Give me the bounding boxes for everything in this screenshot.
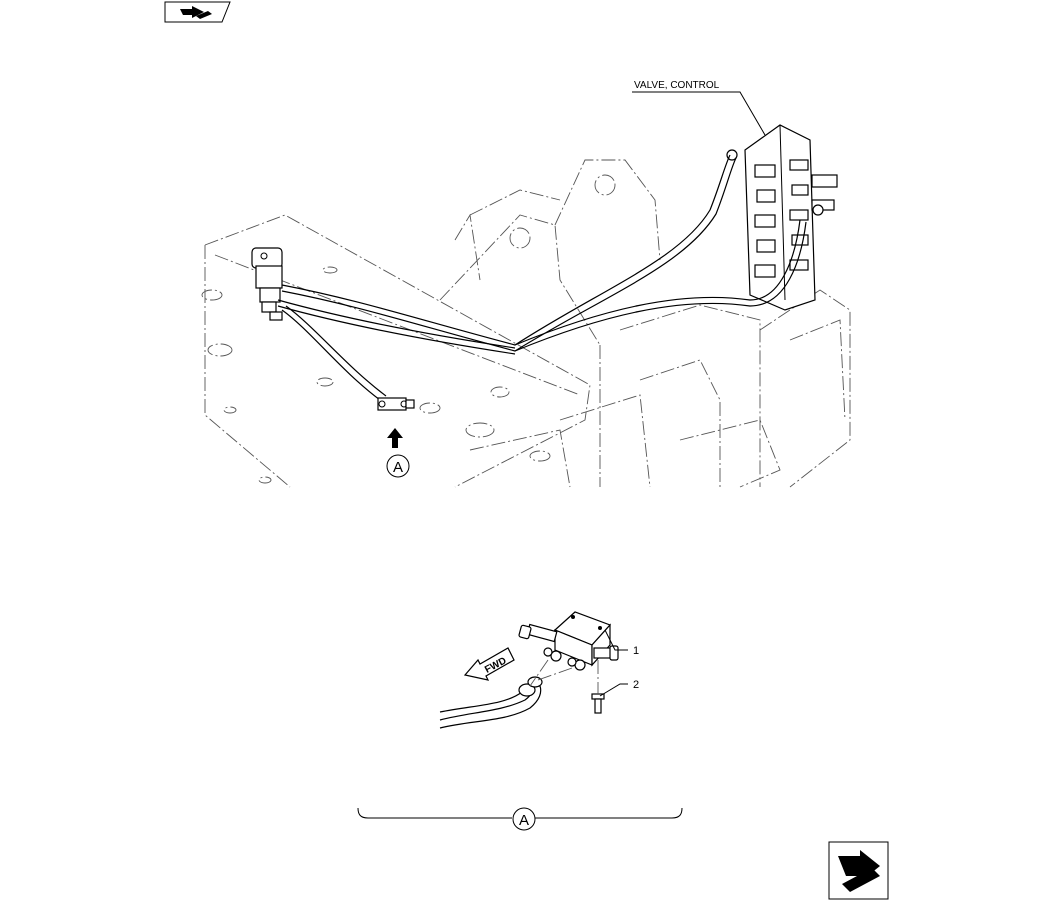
next-page-arrow-icon[interactable] [828,841,889,900]
callout-2-label: 2 [633,679,639,691]
callout-1: 1 [604,629,639,657]
fwd-label: FWD [483,655,508,675]
view-marker-top-label: A [393,459,403,476]
view-direction-arrow-icon [387,428,403,448]
view-marker-top: A [386,454,410,478]
view-marker-bottom: A [512,807,536,831]
hydraulic-hoses [277,154,807,401]
shuttle-valve-location [377,397,415,411]
valve-control-callout: VALVE, CONTROL [632,80,766,136]
fwd-arrow-icon: FWD [463,647,515,681]
callout-1-label: 1 [633,645,639,657]
view-marker-bottom-label: A [519,812,529,829]
view-a-bracket [357,807,683,819]
machine-frame-outline [201,159,851,488]
prev-page-arrow-icon[interactable] [164,1,231,23]
pilot-control-unit [251,247,283,321]
callout-2: 2 [599,679,639,697]
detail-view-a [439,611,619,729]
control-valve-block [726,124,838,311]
valve-control-label: VALVE, CONTROL [634,80,720,91]
